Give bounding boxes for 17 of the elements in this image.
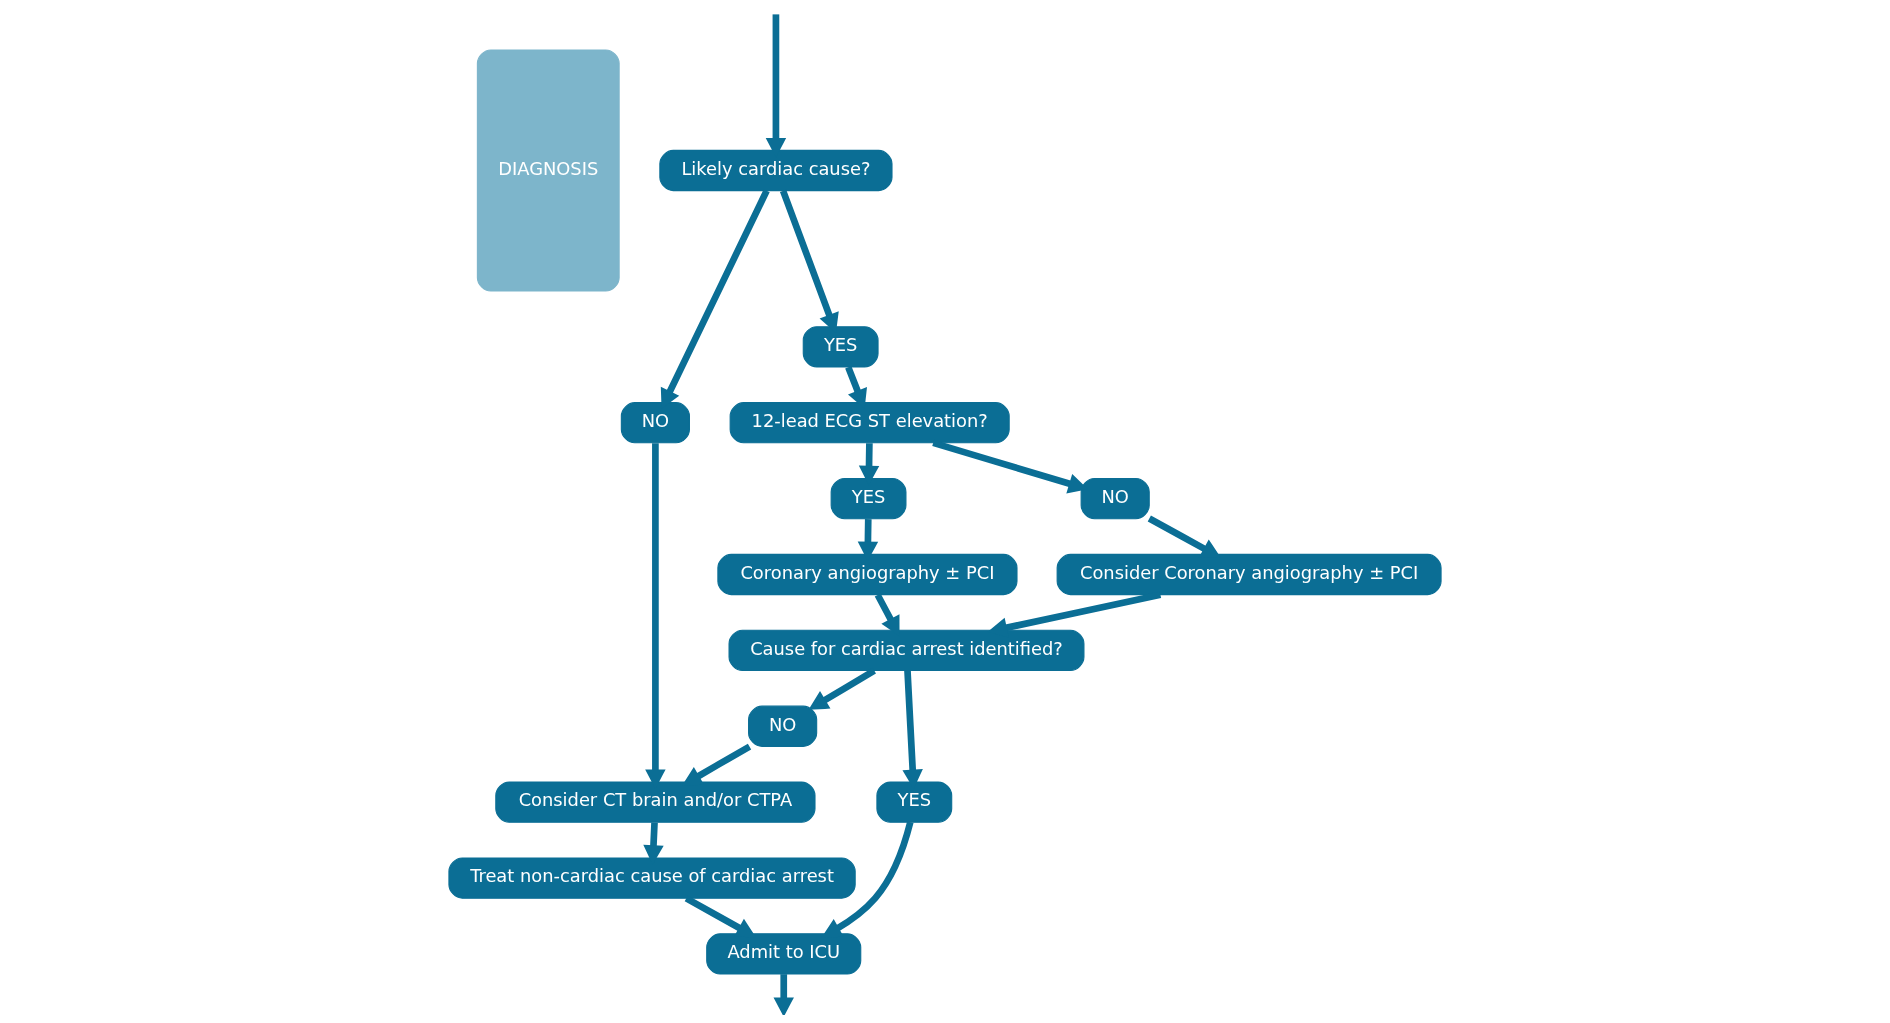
node-box: Likely cardiac cause? [659,149,893,191]
node-box: DIAGNOSIS [476,48,620,292]
node-box: 12-lead ECG ST elevation? [729,401,1010,443]
node-box: NO [1080,477,1150,519]
arrow [773,973,794,1015]
node-box: Cause for cardiac arrest identified? [728,629,1085,671]
node-box: NO [620,401,690,443]
node-box: YES [802,325,879,367]
node-box: Treat non-cardiac cause of cardiac arrest [448,856,856,899]
node-box: YES [876,781,953,823]
arrow [821,820,914,937]
node-box: Coronary angiography ± PCI [717,553,1018,595]
node-box: Admit to ICU [706,932,862,975]
node-box: Consider CT brain and/or CTPA [495,781,816,823]
node-box: Consider Coronary angiography ± PCI [1056,553,1442,595]
node-box: YES [830,477,907,519]
node-box: NO [748,705,818,747]
